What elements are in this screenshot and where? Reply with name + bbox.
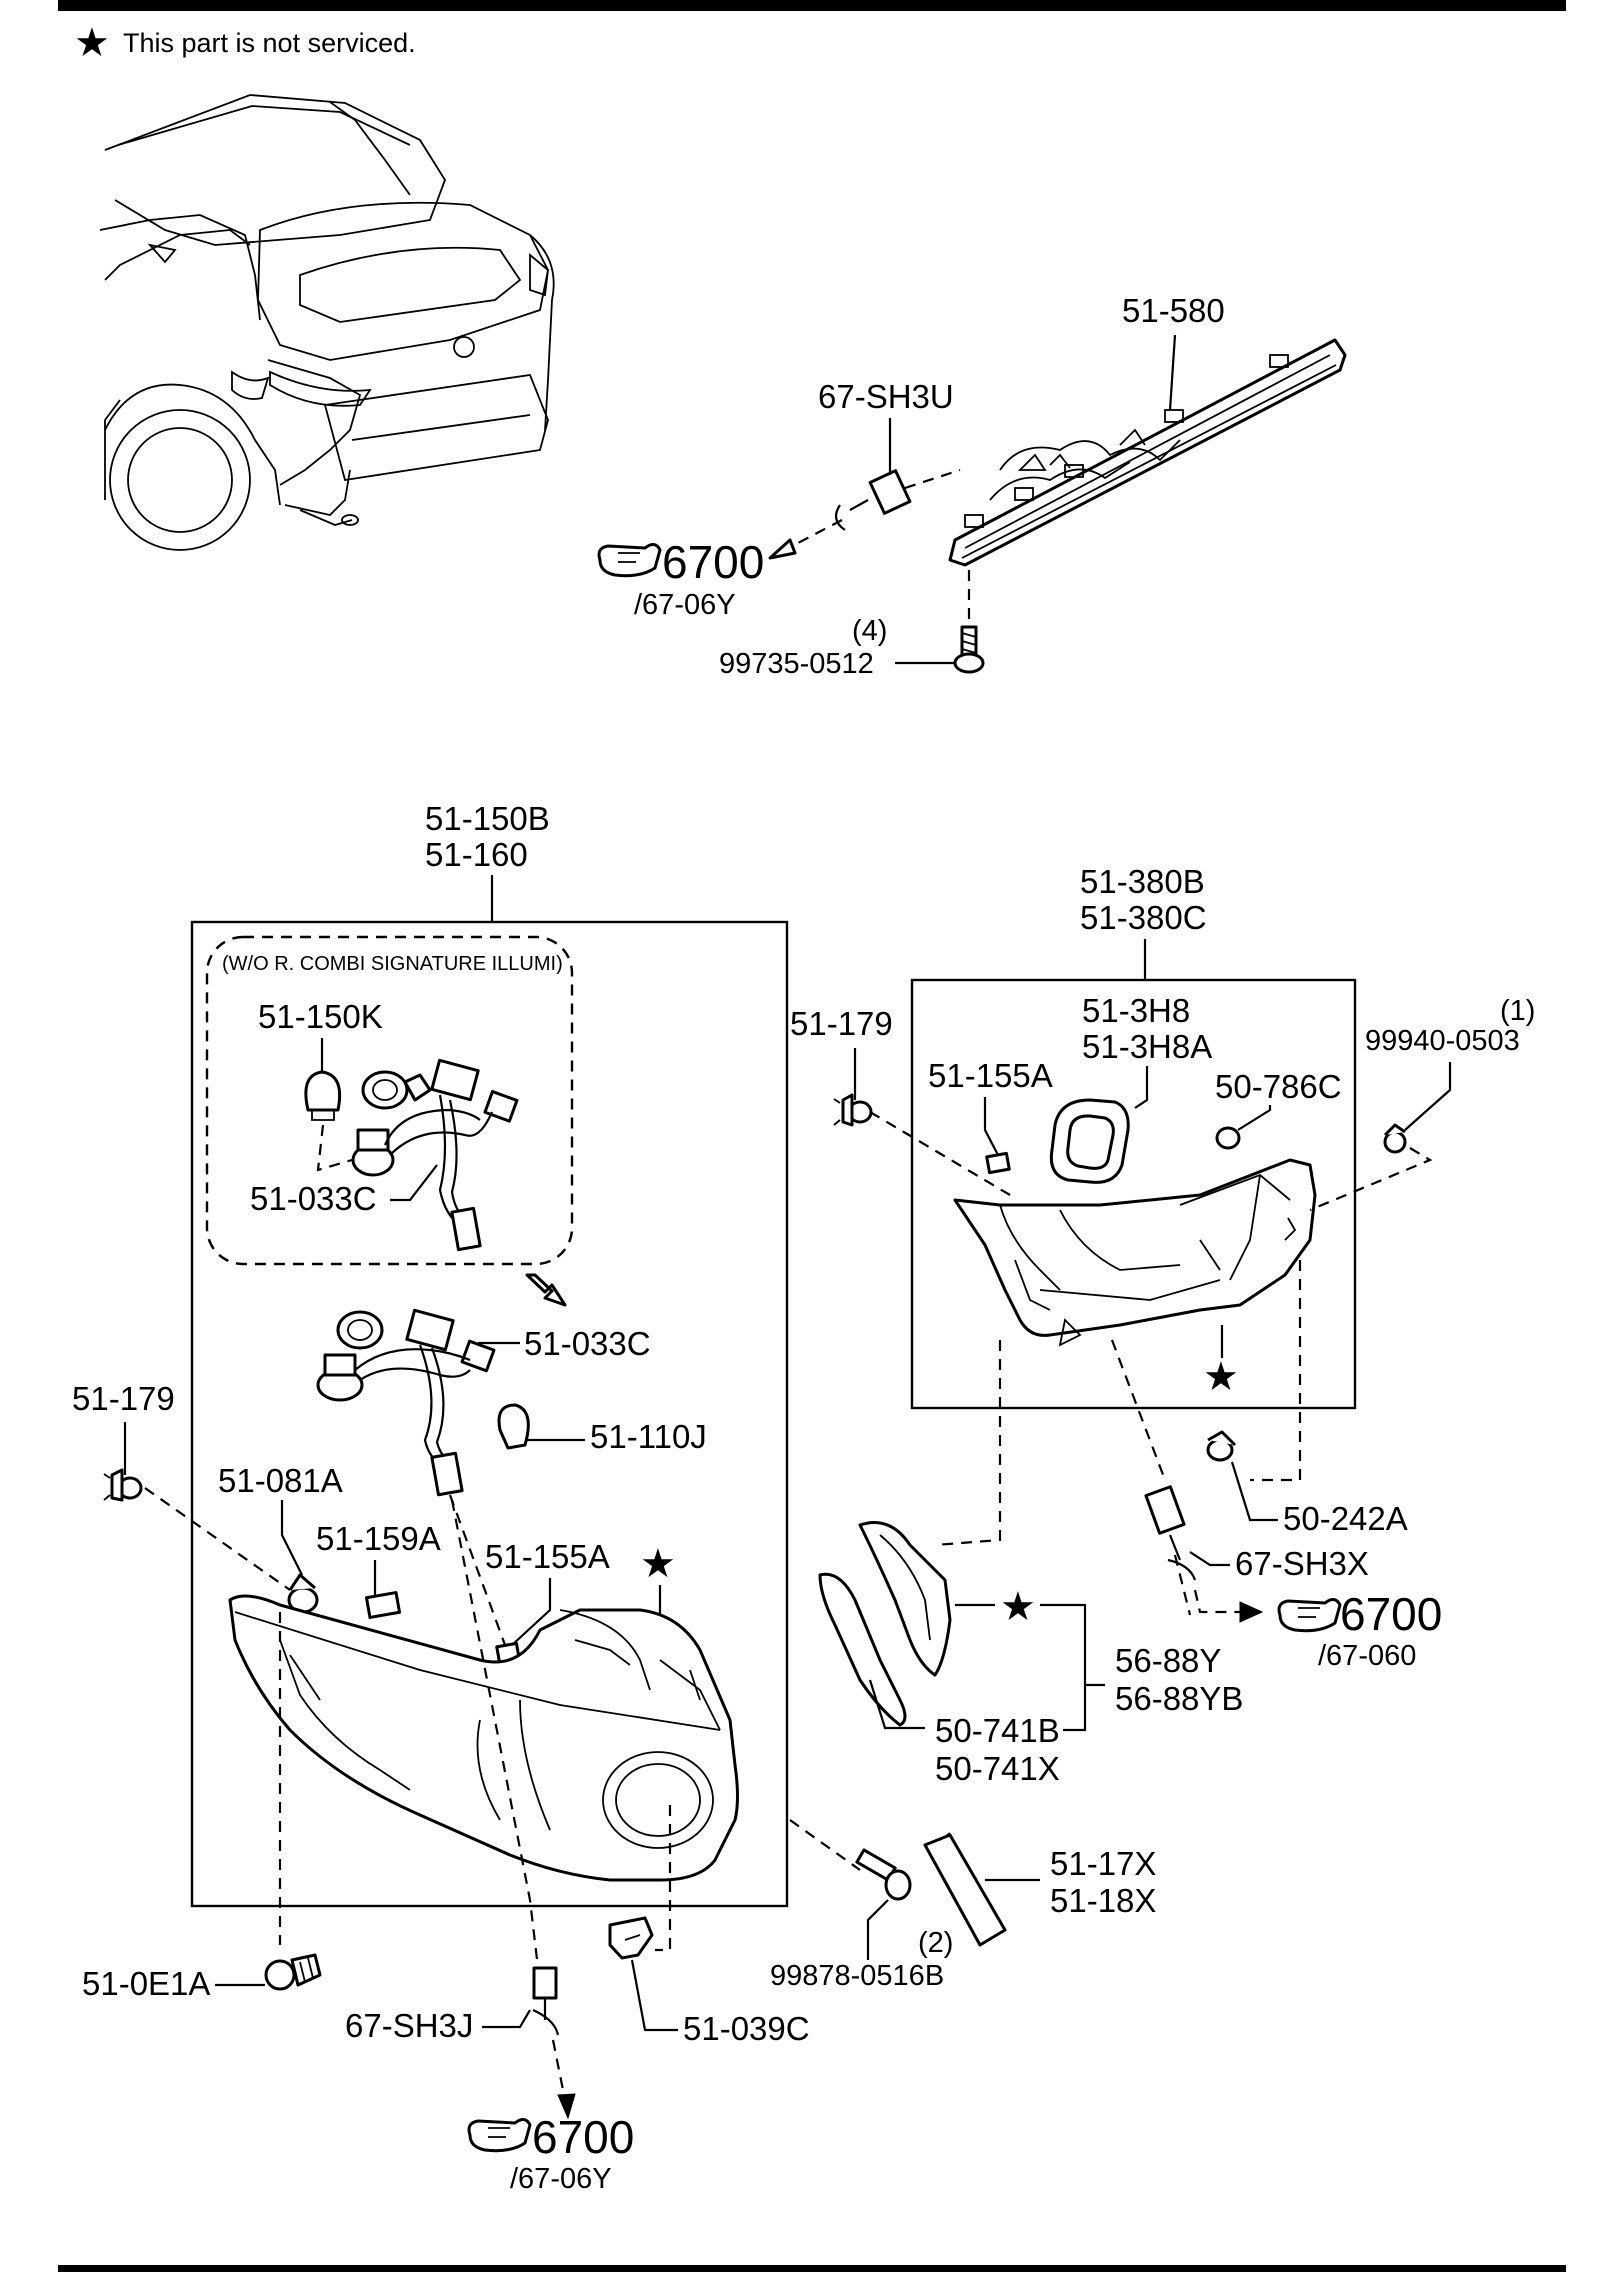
label-50-741b: 50-741B [935,1712,1060,1749]
arrow-to-6700-right [1239,1601,1264,1623]
connector-67-sh3u [868,469,912,515]
ref-page-6700-top: 6700 [662,536,764,588]
qty-1: (1) [1500,995,1535,1027]
ref-sub-67-06y-bottom: /67-06Y [510,2163,612,2195]
label-51-179-left: 51-179 [72,1380,175,1417]
reference-6700-right: 6700 [1277,1588,1442,1640]
reference-6700-bottom: 6700 [467,2111,634,2163]
label-51-18x: 51-18X [1050,1882,1156,1919]
label-51-150b: 51-150B [425,800,550,837]
arrow-to-6700-bottom [557,2093,576,2120]
label-51-580: 51-580 [1122,292,1225,329]
signature-illumi-inset-box [205,935,574,1266]
qty-4: (4) [852,615,887,647]
label-51-17x: 51-17X [1050,1845,1156,1882]
label-99735-0512: 99735-0512 [719,648,874,680]
reflector-51-17x [923,1832,1007,1947]
label-51-081a: 51-081A [218,1462,343,1499]
label-51-3h8: 51-3H8 [1082,992,1190,1029]
connector-67-sh3x [1144,1485,1197,1581]
clip-51-179-mid [833,1093,873,1127]
pad-51-155a-right [985,1151,1011,1175]
pointing-hand-icon [467,2118,532,2153]
connector-67-sh3j [532,1966,560,2036]
gasket-51-3h8 [1049,1098,1130,1184]
label-99878-0516b: 99878-0516B [770,1960,944,1992]
harness-main-51-033c [316,1308,496,1497]
rear-combination-lamp-outer [228,1594,739,1882]
label-51-0e1a: 51-0E1A [82,1965,210,2002]
label-99940-0503: 99940-0503 [1365,1025,1520,1057]
bulb-51-150k [304,1070,342,1112]
note-text: This part is not serviced. [123,28,416,58]
label-51-110j: 51-110J [590,1418,707,1455]
label-51-380c: 51-380C [1080,899,1207,936]
pointing-hand-icon [597,543,662,578]
label-51-033c-main: 51-033C [524,1325,651,1362]
reference-6700-top: 6700 [597,536,764,588]
label-67-sh3u: 67-SH3U [818,378,954,415]
label-51-033c-inset: 51-033C [250,1180,377,1217]
qty-2: (2) [918,1927,953,1959]
pointing-hand-icon [1277,1598,1342,1633]
note-star-icon: ★ [74,21,110,65]
pad-50-786c [1215,1126,1241,1150]
garnish-50-741b [818,1521,952,1727]
label-67-sh3x: 67-SH3X [1235,1545,1369,1582]
label-51-179-mid: 51-179 [790,1005,893,1042]
bulb-51-110j [497,1403,530,1450]
pad-51-159a [364,1591,402,1619]
label-50-242a: 50-242A [1283,1500,1408,1537]
bolt-99735-0512 [953,625,985,674]
star-right-unserviced: ★ [1203,1355,1239,1399]
label-51-3h8a: 51-3H8A [1082,1028,1212,1065]
label-56-88y: 56-88Y [1115,1642,1221,1679]
clip-51-0e1a [264,1953,322,1991]
arrow-to-6700-top [768,538,797,560]
label-51-159a: 51-159A [316,1520,441,1557]
star-side-unserviced: ★ [1000,1585,1036,1629]
ref-sub-67-060: /67-060 [1318,1640,1416,1672]
outer-lamp-assembly-box [190,920,789,1908]
bottom-border-rule [58,2265,1566,2272]
ref-sub-67-06y-top: /67-06Y [634,589,736,621]
vehicle-rear-view-illustration [99,94,555,551]
high-mount-stop-lamp-group [768,334,1347,674]
label-51-039c: 51-039C [683,2010,810,2047]
clip-51-039c [608,1916,654,1960]
screw-99878-0516b [855,1848,912,1901]
label-51-155a-right: 51-155A [928,1057,1053,1094]
label-67-sh3j: 67-SH3J [345,2007,473,2044]
not-serviced-note: ★ This part is not serviced. [74,21,416,65]
rear-combination-lamp-inner [953,1158,1317,1347]
clip-51-081a [287,1573,319,1614]
clip-51-179-left [103,1468,143,1502]
label-50-786c: 50-786C [1215,1068,1342,1105]
ref-page-6700-right: 6700 [1340,1588,1442,1640]
inset-title: (W/O R. COMBI SIGNATURE ILLUMI) [222,953,563,975]
label-51-150k: 51-150K [258,998,383,1035]
clip-99940-0503 [1383,1123,1407,1154]
clip-50-242a [1206,1430,1237,1462]
label-50-741x: 50-741X [935,1750,1060,1787]
top-border-rule [58,0,1566,11]
alternate-arrow-icon [525,1273,567,1307]
harness-inset-51-033c [351,1058,519,1252]
ref-page-6700-bottom: 6700 [532,2111,634,2163]
inner-lamp-assembly-box [910,978,1357,1410]
label-51-155a-left: 51-155A [485,1538,610,1575]
label-51-380b: 51-380B [1080,863,1205,900]
star-left-unserviced: ★ [640,1542,676,1586]
label-56-88yb: 56-88YB [1115,1680,1243,1717]
label-51-160: 51-160 [425,836,528,873]
